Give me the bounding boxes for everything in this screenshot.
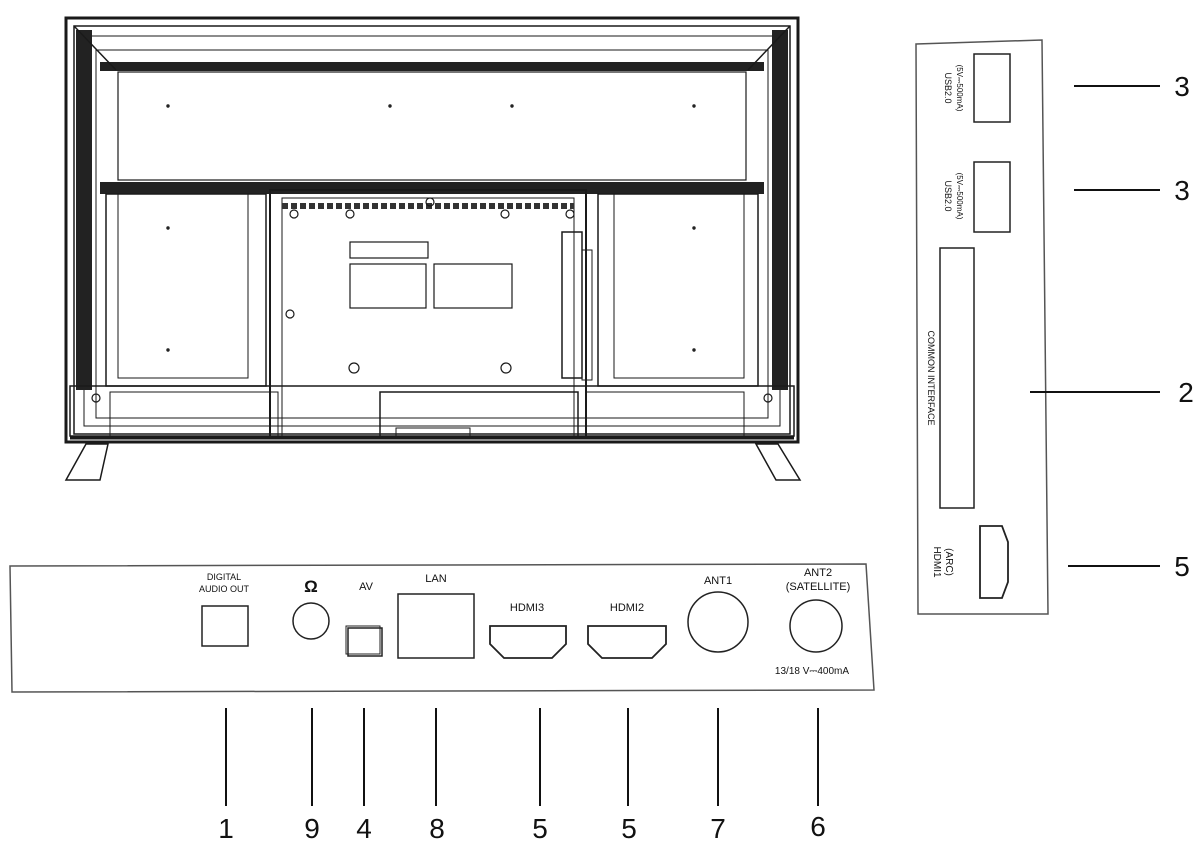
ant2-power-note: 13/18 V⎓400mA [775,666,849,677]
hdmi2-label: HDMI2 [610,602,644,614]
ant1-label: ANT1 [704,575,732,587]
av-label: AV [359,581,374,593]
callout-4: 4 [356,813,372,844]
callout-8: 8 [429,813,445,844]
common-interface-label: COMMON INTERFACE [926,330,936,425]
bottom-callout-numbers: 1 9 4 8 5 5 7 6 [218,811,826,844]
lan-label: LAN [425,573,446,585]
usb-1-label-2: (5V⎓500mA) [955,65,964,112]
ant2-port: ANT2 (SATELLITE) 13/18 V⎓400mA [775,567,850,677]
hdmi3-label: HDMI3 [510,602,544,614]
digital-audio-out-label-1: DIGITAL [207,572,241,582]
av-port: AV [345,581,383,657]
hdmi1-label-2: (ARC) [943,548,954,576]
headphone-icon: Ω [304,577,318,596]
hdmi3-port: HDMI3 [489,602,567,659]
hdmi1-port: HDMI1 (ARC) [931,525,1009,599]
side-connector-panel: USB2.0 (5V⎓500mA) USB2.0 (5V⎓500mA) COMM… [915,39,1049,615]
headphone-port: Ω [292,577,330,640]
callout-3-usb2: 3 [1174,175,1190,206]
callout-6: 6 [810,811,826,842]
bottom-connector-panel: DIGITAL AUDIO OUT Ω AV LAN HDMI3 HDMI2 [9,563,875,693]
hdmi1-label-1: HDMI1 [931,546,942,578]
ant1-port: ANT1 [687,575,749,653]
side-callout-numbers: 3 3 2 5 [1174,71,1194,582]
callout-2: 2 [1178,377,1194,408]
digital-audio-out-label-2: AUDIO OUT [199,584,250,594]
callout-5-hdmi3: 5 [532,813,548,844]
usb-2-label-1: USB2.0 [943,180,953,211]
callout-5-hdmi1: 5 [1174,551,1190,582]
common-interface-slot: COMMON INTERFACE [926,247,975,509]
usb-port-1: USB2.0 (5V⎓500mA) [943,53,1011,123]
usb-port-2: USB2.0 (5V⎓500mA) [943,161,1011,233]
usb-1-label-1: USB2.0 [943,72,953,103]
callout-1: 1 [218,813,234,844]
callout-7: 7 [710,813,726,844]
lan-port: LAN [397,573,475,659]
ant2-label-2: (SATELLITE) [786,581,851,593]
callout-9: 9 [304,813,320,844]
ant2-label-1: ANT2 [804,567,832,579]
tv-rear-view [64,16,802,481]
callout-5-hdmi2: 5 [621,813,637,844]
hdmi2-port: HDMI2 [587,602,667,659]
callout-3-usb1: 3 [1174,71,1190,102]
usb-2-label-2: (5V⎓500mA) [955,173,964,220]
digital-audio-out-port: DIGITAL AUDIO OUT [199,572,250,647]
bottom-callout-lines [225,708,819,806]
side-callout-lines [1030,85,1160,567]
